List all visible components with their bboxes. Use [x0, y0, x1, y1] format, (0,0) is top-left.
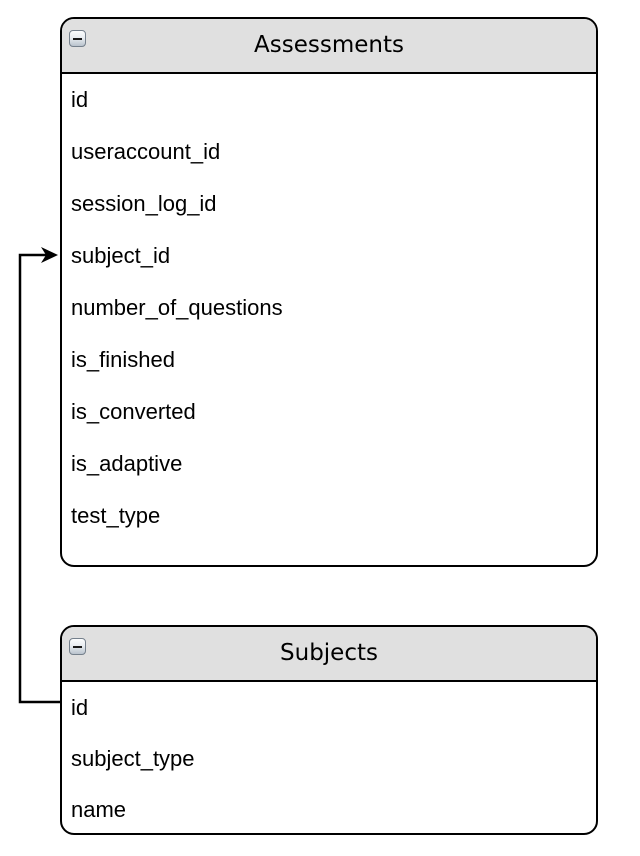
- collapse-icon: [73, 37, 82, 40]
- entity-assessments[interactable]: Assessments id useraccount_id session_lo…: [60, 17, 598, 567]
- field-row[interactable]: number_of_questions: [62, 282, 596, 334]
- field-label: is_finished: [71, 347, 175, 372]
- field-label: id: [71, 87, 89, 112]
- collapse-icon: [73, 645, 82, 648]
- field-label: id: [71, 694, 89, 720]
- collapse-button[interactable]: [69, 30, 86, 47]
- field-label: name: [71, 796, 127, 822]
- field-row[interactable]: is_converted: [62, 386, 596, 438]
- field-row[interactable]: id: [62, 682, 596, 733]
- entity-subjects-fields: id subject_type name: [62, 682, 596, 833]
- entity-assessments-header[interactable]: Assessments: [62, 19, 596, 74]
- entity-title: Assessments: [254, 32, 404, 58]
- relationship-line[interactable]: [18, 253, 61, 704]
- arrowhead-icon: [41, 247, 58, 263]
- field-row[interactable]: test_type: [62, 490, 596, 542]
- entity-title: Subjects: [280, 640, 378, 666]
- field-row[interactable]: name: [62, 784, 596, 833]
- field-row[interactable]: session_log_id: [62, 178, 596, 230]
- collapse-button[interactable]: [69, 638, 86, 655]
- field-label: subject_type: [71, 745, 195, 771]
- field-label: is_adaptive: [71, 451, 183, 476]
- entity-assessments-fields: id useraccount_id session_log_id subject…: [62, 74, 596, 542]
- entity-subjects[interactable]: Subjects id subject_type name: [60, 625, 598, 835]
- field-row[interactable]: id: [62, 74, 596, 126]
- entity-subjects-header[interactable]: Subjects: [62, 627, 596, 682]
- field-row[interactable]: useraccount_id: [62, 126, 596, 178]
- field-row[interactable]: subject_id: [62, 230, 596, 282]
- field-row[interactable]: subject_type: [62, 733, 596, 784]
- field-label: useraccount_id: [71, 139, 221, 164]
- field-label: test_type: [71, 503, 161, 528]
- field-row[interactable]: is_adaptive: [62, 438, 596, 490]
- field-label: session_log_id: [71, 191, 217, 216]
- field-label: subject_id: [71, 243, 171, 268]
- field-row[interactable]: is_finished: [62, 334, 596, 386]
- field-label: is_converted: [71, 399, 196, 424]
- field-label: number_of_questions: [71, 295, 283, 320]
